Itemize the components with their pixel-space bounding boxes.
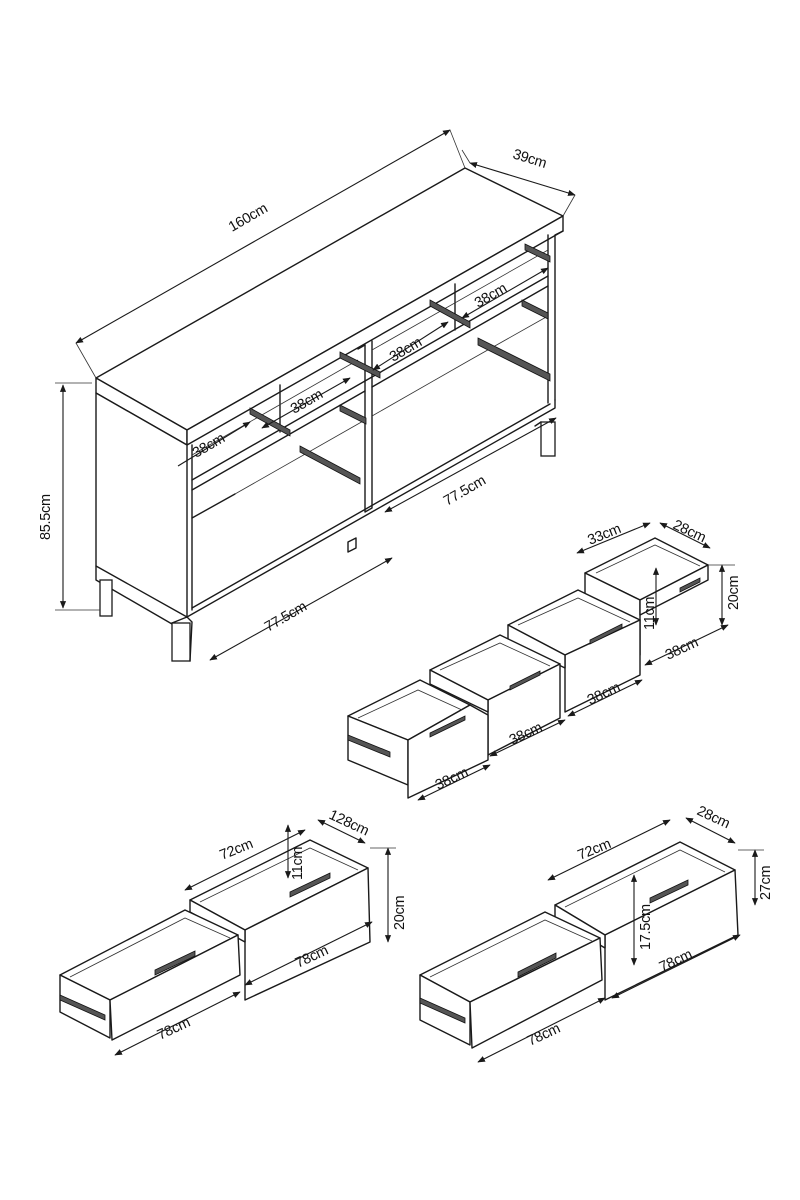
sideboard-dimensions bbox=[55, 129, 576, 661]
small-drawer-width-label: 33cm bbox=[586, 521, 624, 549]
cabinet-bottom-rail-inner bbox=[191, 403, 551, 609]
center-divider-top bbox=[357, 344, 366, 350]
leg-front-right bbox=[540, 421, 556, 457]
sideboard-cabinet bbox=[95, 167, 564, 662]
pair-b-height-label: 27cm bbox=[758, 866, 774, 900]
center-divider bbox=[364, 340, 373, 513]
pair-b-front-width-label: 78cm bbox=[525, 1021, 563, 1050]
small-drawer-height-label: 20cm bbox=[726, 576, 742, 610]
pair-a-front-width-label: 78cm bbox=[155, 1015, 193, 1044]
cabinet-back-right bbox=[554, 230, 564, 401]
drawer-pair-b bbox=[419, 841, 739, 1049]
width-label: 160cm bbox=[226, 200, 271, 235]
shelf-2-dimension-line bbox=[261, 377, 351, 429]
depth-label: 39cm bbox=[511, 147, 549, 172]
right-compartment-dimension-line bbox=[384, 417, 557, 513]
pair-a-height-label: 20cm bbox=[392, 896, 408, 930]
small-drawer-front-4-label: 38cm bbox=[663, 635, 701, 664]
drawer-pair-a-dimensions bbox=[114, 819, 396, 1056]
cabinet-bottom-rail bbox=[186, 399, 556, 618]
left-base bbox=[95, 565, 173, 625]
drawer-pair-b-dimensions bbox=[477, 817, 764, 1063]
small-drawer-depth-label: 28cm bbox=[670, 517, 708, 546]
small-drawers-row bbox=[347, 537, 709, 799]
width-dimension-line bbox=[75, 129, 451, 344]
shelf-3-label: 38cm bbox=[387, 334, 425, 365]
depth-dimension-line bbox=[469, 162, 576, 196]
height-label: 85.5cm bbox=[38, 494, 54, 540]
shelf-2-label: 38cm bbox=[288, 386, 326, 417]
pair-b-depth-label: 28cm bbox=[694, 803, 732, 832]
hinge-plate bbox=[347, 537, 357, 553]
pair-a-inner-width-label: 72cm bbox=[218, 836, 256, 864]
pair-a-inner-height-label: 11cm bbox=[290, 847, 306, 880]
pair-b-inner-height-label: 17.5cm bbox=[638, 904, 654, 950]
leg-front-left bbox=[171, 622, 191, 662]
lower-back-right bbox=[371, 315, 549, 417]
shelf-4-label: 38cm bbox=[472, 280, 510, 311]
left-shelf-lower bbox=[191, 493, 236, 519]
pair-b-inner-width-label: 72cm bbox=[576, 836, 614, 864]
right-compartment-label: 77.5cm bbox=[441, 473, 489, 510]
small-drawer-inner-height-label: 11cm bbox=[642, 597, 658, 630]
lower-back-left bbox=[234, 419, 366, 495]
shelf-3-dimension-line bbox=[372, 321, 449, 371]
left-compartment-dimension-line bbox=[209, 557, 393, 661]
leg-back-left bbox=[99, 579, 113, 617]
small-drawers-dimensions bbox=[417, 522, 735, 801]
left-shelf bbox=[191, 376, 373, 481]
shelf-1-dimension-line bbox=[177, 421, 251, 467]
shelf-4-dimension-line bbox=[461, 267, 549, 319]
left-compartment-label: 77.5cm bbox=[262, 599, 310, 636]
drawer-pair-a bbox=[59, 839, 371, 1041]
